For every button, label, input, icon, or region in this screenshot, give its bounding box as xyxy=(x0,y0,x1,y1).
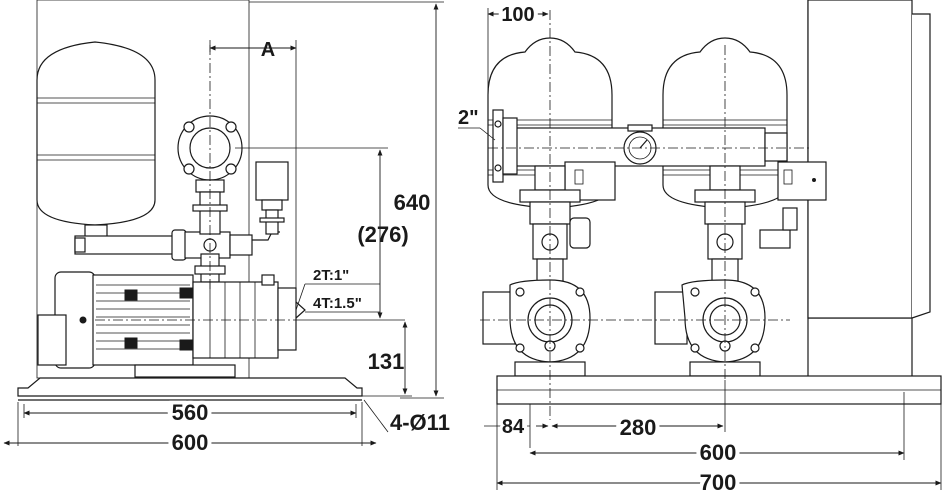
dim-280-label: 280 xyxy=(620,415,657,440)
dim-700 xyxy=(496,404,942,490)
pipe-2in-label: 2" xyxy=(458,107,479,129)
dim-276-label: (276) xyxy=(357,222,408,247)
pump-1 xyxy=(482,279,591,377)
dim-131 xyxy=(362,321,412,397)
front-view: 100 2" 84 280 600 700 xyxy=(458,0,942,499)
dim-276 xyxy=(235,147,405,321)
dim-560-label: 560 xyxy=(172,400,209,425)
front-base xyxy=(496,375,942,405)
dim-600-side-label: 600 xyxy=(172,430,209,455)
pressure-switch xyxy=(255,161,289,235)
header-pipe xyxy=(492,109,788,183)
dim-84-280 xyxy=(484,380,726,448)
valve-stack-2 xyxy=(694,165,798,282)
side-view: A (276) 131 640 2T:1" 4T:1.5" xyxy=(3,0,450,459)
dim-100-label: 100 xyxy=(501,4,534,26)
label-a: A xyxy=(261,39,275,61)
dim-600-front-label: 600 xyxy=(700,440,737,465)
pump-2 xyxy=(654,279,766,377)
dim-560 xyxy=(17,402,363,446)
pressure-tank xyxy=(36,41,156,238)
dim-100 xyxy=(487,8,549,175)
dim-640 xyxy=(249,1,444,399)
dim-a xyxy=(209,40,297,300)
dim-131-label: 131 xyxy=(368,349,405,374)
port-4t-label: 4T:1.5" xyxy=(313,295,362,312)
centerlines xyxy=(95,45,300,321)
pressure-switch-2 xyxy=(777,161,827,201)
dim-640-label: 640 xyxy=(394,190,431,215)
control-cabinet xyxy=(807,0,931,379)
dim-700-label: 700 xyxy=(700,470,737,495)
front-centerlines xyxy=(480,10,812,420)
port-2t-label: 2T:1" xyxy=(313,267,349,284)
dim-600-front xyxy=(529,392,905,460)
dim-84-label: 84 xyxy=(502,416,525,438)
base-frame xyxy=(17,364,363,401)
holes-label: 4-Ø11 xyxy=(390,410,450,435)
